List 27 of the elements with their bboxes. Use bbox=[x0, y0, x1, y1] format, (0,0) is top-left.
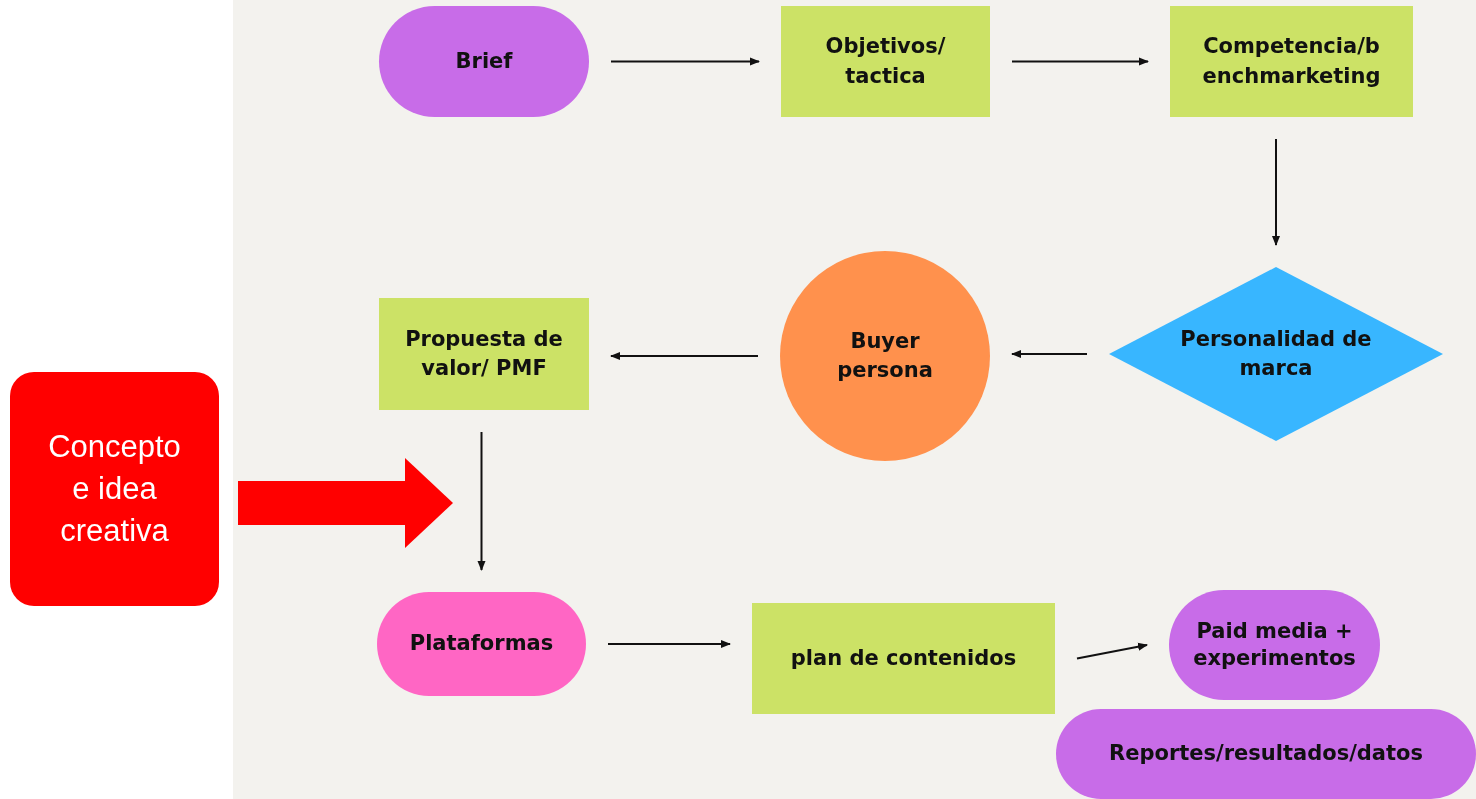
node-label: Propuesta de valor/ PMF bbox=[404, 325, 564, 382]
node-label: Plataformas bbox=[409, 630, 554, 658]
arrow bbox=[1011, 350, 1088, 358]
block-arrow bbox=[238, 458, 453, 548]
arrow bbox=[477, 431, 486, 571]
decision-diamond bbox=[1109, 267, 1443, 441]
process-box bbox=[379, 298, 589, 410]
arrow bbox=[1076, 642, 1148, 660]
process-box bbox=[752, 603, 1055, 714]
node-label: Concepto e idea creativa bbox=[47, 428, 182, 550]
node-label: Personalidad de marca bbox=[1179, 325, 1373, 382]
node-label: Brief bbox=[455, 47, 513, 75]
node-label: Buyer persona bbox=[836, 327, 934, 384]
arrow bbox=[1011, 57, 1149, 66]
node-label: Reportes/resultados/datos bbox=[1109, 740, 1423, 768]
arrow bbox=[610, 352, 759, 360]
process-box bbox=[1170, 6, 1413, 117]
concept-box bbox=[10, 372, 219, 606]
node-label: Objetivos/ tactica bbox=[824, 33, 947, 90]
node-label: Competencia/b enchmarketing bbox=[1201, 33, 1382, 90]
process-pill bbox=[1056, 709, 1476, 799]
arrow bbox=[1272, 138, 1280, 246]
arrow bbox=[610, 57, 760, 66]
node-label: Paid media + experimentos bbox=[1192, 617, 1357, 672]
node-label: plan de contenidos bbox=[790, 644, 1017, 672]
arrow bbox=[607, 640, 731, 648]
process-box bbox=[781, 6, 990, 117]
